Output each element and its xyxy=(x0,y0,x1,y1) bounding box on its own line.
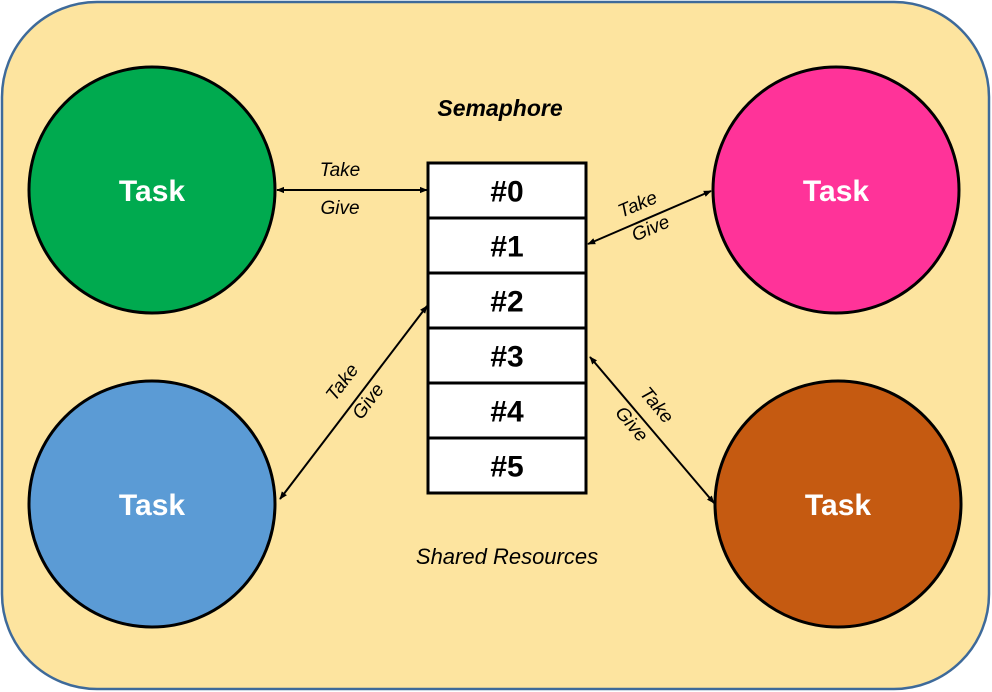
semaphore-slot-label: #3 xyxy=(490,341,523,374)
semaphore-slot-box xyxy=(426,381,588,440)
task-circle-top-right xyxy=(711,65,961,315)
arrow-bottom-right-to-slot xyxy=(589,356,715,504)
task-circle-bottom-left xyxy=(27,379,277,629)
semaphore-slot-stack: #0 #1 #2 #3 #4 #5 xyxy=(426,161,588,495)
semaphore-slot-label: #1 xyxy=(490,231,523,264)
task-label-bottom-left: Task xyxy=(119,489,185,522)
semaphore-slot-label: #5 xyxy=(490,451,523,484)
semaphore-slot-box xyxy=(426,161,588,220)
semaphore-slot-box xyxy=(426,436,588,495)
give-label-top-left: Give xyxy=(320,198,359,219)
semaphore-slot-label: #4 xyxy=(490,396,524,429)
task-circle-top-left xyxy=(27,65,277,315)
task-label-top-right: Task xyxy=(803,175,869,208)
semaphore-slot-label: #2 xyxy=(490,286,523,319)
task-label-bottom-right: Task xyxy=(805,489,871,522)
diagram-subtitle: Shared Resources xyxy=(416,544,598,569)
arrow-top-right-to-slot xyxy=(587,190,712,245)
take-label-top-left: Take xyxy=(320,160,361,181)
arrow-bottom-left-to-slot xyxy=(279,305,428,500)
semaphore-slot-box xyxy=(426,216,588,275)
task-circle-bottom-right xyxy=(713,379,963,629)
task-label-top-left: Task xyxy=(119,175,185,208)
diagram-title: Semaphore xyxy=(437,95,562,121)
semaphore-slot-label: #0 xyxy=(490,176,523,209)
semaphore-slot-box xyxy=(426,271,588,330)
semaphore-slot-box xyxy=(426,326,588,385)
